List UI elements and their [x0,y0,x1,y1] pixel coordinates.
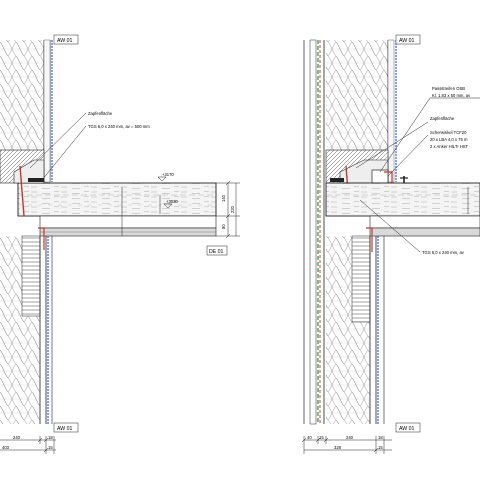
right-callout-angle-1: Scherwinkel TCF20 [430,130,467,135]
right-upper-wall-board [387,39,395,183]
svg-text:AW 01: AW 01 [399,426,414,432]
dim-80: 80 [221,224,226,229]
right-upper-wall-insulation [326,40,388,150]
right-dim-40: 40 [307,435,312,440]
left-dim-18: 18 [48,435,53,440]
right-leader-angle [387,134,429,177]
left-bottom-dimensions [0,436,56,454]
left-lower-wall-studs [21,235,41,317]
right-callout-zapfen: Zapfenfläche [430,116,455,121]
right-callout-osb-1: Passstreifen OSB [432,86,465,91]
right-dim-15b: 15 [378,445,383,450]
left-callout-tgs: TGS 6,0 x 240 mm, av = 500 mm [88,124,150,129]
left-detail: +3170 +3030 140 80 220 AW 01 DE 01 [0,34,240,454]
tag-deck: DE 01 [206,245,228,256]
left-leader-2 [41,125,87,181]
level-mark-mid: +3030 [163,199,178,209]
left-leader-1 [29,112,87,169]
tag-right-bottom: AW 01 [395,422,421,433]
right-black-bracket [330,178,344,182]
left-dim-15: 15 [48,445,53,450]
left-red-angle [38,227,45,250]
right-callout-angle-2: 20 x LBA 4,0 x 75 m [430,137,468,142]
right-leader-tgs [359,199,421,253]
dim-220: 220 [230,205,235,213]
tag-right-top: AW 01 [395,34,421,45]
right-lower-red-angle [366,227,373,252]
right-facade-battens [309,39,317,425]
right-ceiling-board [369,215,480,229]
left-black-bracket [28,178,44,182]
svg-text:DE 01: DE 01 [209,249,224,255]
svg-text:AW 01: AW 01 [399,38,414,44]
right-callout-osb-2: Kl. 1.83 x 50 mm, av [432,93,471,98]
left-vertical-dimension [216,180,240,239]
left-upper-wall-board [43,39,51,183]
right-dim-328: 328 [334,445,342,450]
dim-140: 140 [221,194,226,202]
level-top-text: +3170 [162,172,174,177]
right-leader-osb [379,97,480,173]
right-dim-18: 18 [378,435,383,440]
level-mark-top: +3170 [157,172,174,182]
right-ceiling-lining [369,227,480,237]
tag-left-top: AW 01 [53,34,79,45]
svg-text:AW 01: AW 01 [57,38,72,44]
left-dim-403: 403 [2,445,10,450]
right-detail: AW 01 AW 01 Passstreifen OSB Kl. 1.83 x … [301,34,480,454]
left-ceiling-board [39,215,217,229]
tag-left-bottom: AW 01 [53,422,79,433]
right-floor-slab [325,182,480,217]
right-callout-tgs: TGS 6,0 x 240 mm, av [422,250,465,255]
left-callout-zapfen: Zapfenfläche [88,111,113,116]
right-callout-angle-3: 2 x Anker HILTI HST [430,144,469,149]
svg-text:AW 01: AW 01 [57,426,72,432]
right-dim-240: 240 [346,435,354,440]
left-floor-slab [17,182,217,217]
right-leader-zapfen [355,121,429,169]
right-dim-15a: 15 [319,435,324,440]
left-fastener-screw [19,165,25,217]
left-dim-240: 240 [13,435,21,440]
right-bottom-dimensions [301,436,392,454]
level-mid-text: +3030 [166,199,178,204]
right-lower-wall-studs [351,235,371,323]
